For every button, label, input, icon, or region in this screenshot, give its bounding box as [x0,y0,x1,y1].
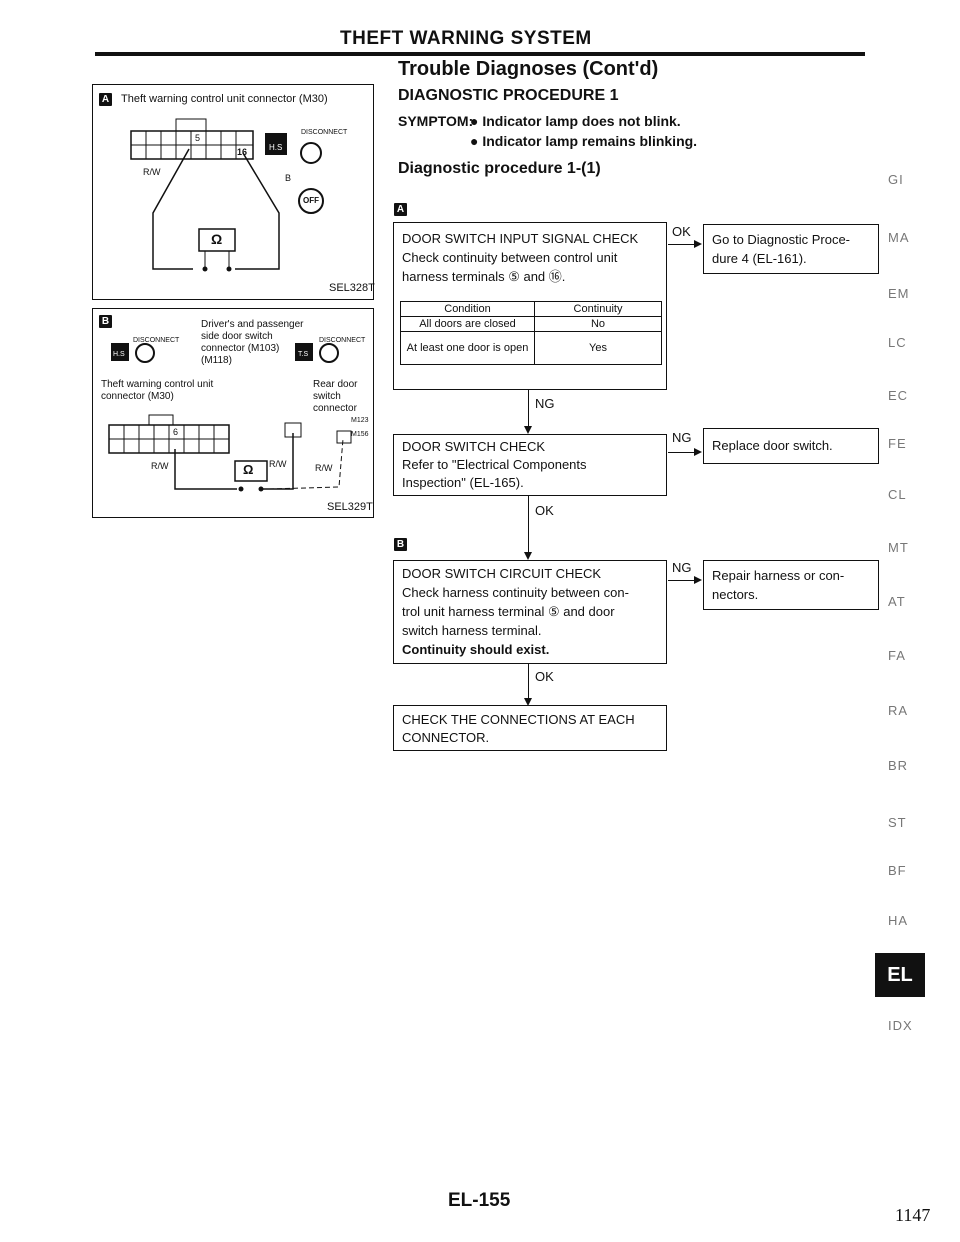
side2-line1: Replace door switch. [712,438,833,453]
sidebar-tab-bf[interactable]: BF [888,863,907,878]
diagram-b-wire-rw-mid: R/W [269,459,287,469]
door-switch-circuit-check-box: DOOR SWITCH CIRCUIT CHECK Check harness … [393,560,667,664]
box3-line2: trol unit harness terminal ⑤ and door [402,604,615,619]
table-header-continuity: Continuity [534,301,662,317]
box3-line4: Continuity should exist. [402,642,550,657]
badge-a: A [99,93,112,106]
diagnostic-procedure-title: Diagnostic procedure 1-(1) [398,160,601,177]
flow-badge-a: A [394,203,407,216]
table-row-1-continuity: No [534,316,662,332]
ng-label-3: NG [672,560,692,575]
box3-line3: switch harness terminal. [402,623,542,638]
box1-line2: harness terminals ⑤ and ⑯. [402,269,566,284]
side1-line2: dure 4 (EL-161). [712,251,807,266]
table-row-2-condition: At least one door is open [400,331,535,365]
diagram-b-caption-left: Theft warning control unit connector (M3… [101,379,214,402]
diagram-b-caption-right: Rear door switch connector [313,379,358,414]
diagram-a-ohm: Ω [211,231,223,247]
diagram-b-conn-m123: M123 [351,417,369,424]
box1-line1: Check continuity between control unit [402,250,618,265]
ok-label-3: OK [535,669,554,684]
page-header-title: THEFT WARNING SYSTEM [340,28,592,49]
diagram-a-off-label: OFF [303,196,319,205]
sidebar-tab-mt[interactable]: MT [888,540,909,555]
procedure-title: DIAGNOSTIC PROCEDURE 1 [398,87,619,104]
box2-line1: Refer to "Electrical Components [402,457,587,472]
door-switch-check-box: DOOR SWITCH CHECK Refer to "Electrical C… [393,434,667,496]
sidebar-tab-em[interactable]: EM [888,286,910,301]
sidebar-tab-lc[interactable]: LC [888,335,907,350]
side3-line2: nectors. [712,587,759,602]
diagram-b-pin-6: 6 [173,427,179,437]
sidebar-tab-gi[interactable]: GI [888,172,904,187]
sidebar-tab-el-active[interactable]: EL [875,953,925,997]
symptom-block: SYMPTOM:● Indicator lamp does not blink.… [398,111,697,151]
symptom-1: ● Indicator lamp does not blink. [470,113,681,129]
box3-title: DOOR SWITCH CIRCUIT CHECK [402,566,602,581]
diagram-a-code: SEL328T [329,282,375,294]
diagram-a-drawing [130,118,324,272]
diagram-a-wire-b: B [285,173,292,183]
check-connections-box: CHECK THE CONNECTIONS AT EACH CONNECTOR. [393,705,667,751]
table-row-1-condition: All doors are closed [400,316,535,332]
sidebar-tab-br[interactable]: BR [888,758,909,773]
ng-label-2: NG [672,430,692,445]
diagram-a-panel: A Theft warning control unit connector (… [92,84,375,300]
diagram-b-hs-label: H.S [113,351,125,358]
sidebar-tab-st[interactable]: ST [888,815,907,830]
section-subtitle: Trouble Diagnoses (Cont'd) [398,58,659,80]
ok-label-2: OK [535,503,554,518]
diagram-a-wire-rw: R/W [143,167,161,177]
diagram-a-hs-label: H.S [269,143,283,152]
page-code: EL-155 [448,1190,511,1211]
symptom-2: ● Indicator lamp remains blinking. [470,133,698,149]
diagram-b-disconnect-left: DISCONNECT [133,337,180,344]
sidebar-tab-idx[interactable]: IDX [888,1018,913,1033]
sidebar-tab-ra[interactable]: RA [888,703,909,718]
box4-line1: CHECK THE CONNECTIONS AT EACH [402,712,635,727]
diagram-a-disconnect-label: DISCONNECT [301,129,348,136]
sidebar-tab-ec[interactable]: EC [888,388,909,403]
page-number: 1147 [895,1205,931,1225]
box1-title: DOOR SWITCH INPUT SIGNAL CHECK [402,231,639,246]
diagram-b-ts-label: T.S [298,351,309,358]
repair-harness-box: Repair harness or con- nectors. [703,560,879,610]
badge-b: B [99,315,112,328]
diagram-b-code: SEL329T [327,501,373,513]
diagram-b-disconnect-right: DISCONNECT [319,337,366,344]
diagram-a-pin-16: 16 [237,147,248,157]
box2-line2: Inspection" (EL-165). [402,475,524,490]
flow-badge-b: B [394,538,407,551]
diagram-a-pin-5: 5 [195,133,201,143]
go-to-procedure-4-box: Go to Diagnostic Proce- dure 4 (EL-161). [703,224,879,274]
diagram-b-caption-top: Driver's and passenger side door switch … [201,319,304,366]
diagram-b-conn-m156: M156 [351,431,369,438]
sidebar-tab-fa[interactable]: FA [888,648,906,663]
door-switch-input-signal-check-box: DOOR SWITCH INPUT SIGNAL CHECK Check con… [393,222,667,390]
header-rule [95,52,865,56]
side1-line1: Go to Diagnostic Proce- [712,232,851,247]
box4-line2: CONNECTOR. [402,730,490,745]
ok-label-1: OK [672,224,691,239]
sidebar-tab-ha[interactable]: HA [888,913,909,928]
diagram-b-wire-rw-left: R/W [151,461,169,471]
diagram-b-ohm: Ω [243,462,254,477]
sidebar-tab-ma[interactable]: MA [888,230,910,245]
box3-line1: Check harness continuity between con- [402,585,629,600]
sidebar-tab-cl[interactable]: CL [888,487,907,502]
continuity-table: Condition Continuity All doors are close… [400,301,662,365]
diagram-b-wire-rw-right: R/W [315,463,333,473]
table-row-2-continuity: Yes [534,331,662,365]
sidebar-tab-fe[interactable]: FE [888,436,907,451]
side3-line1: Repair harness or con- [712,568,845,583]
ng-label-1: NG [535,396,555,411]
diagram-b-panel: B Driver's and passenger side door switc… [92,308,374,518]
diagram-b-drawing [108,343,352,492]
replace-door-switch-box: Replace door switch. [703,428,879,464]
symptom-label: SYMPTOM: [398,113,474,129]
sidebar-tab-at[interactable]: AT [888,594,906,609]
diagram-a-caption: Theft warning control unit connector (M3… [121,93,328,105]
table-header-condition: Condition [400,301,535,317]
box2-title: DOOR SWITCH CHECK [402,439,545,454]
